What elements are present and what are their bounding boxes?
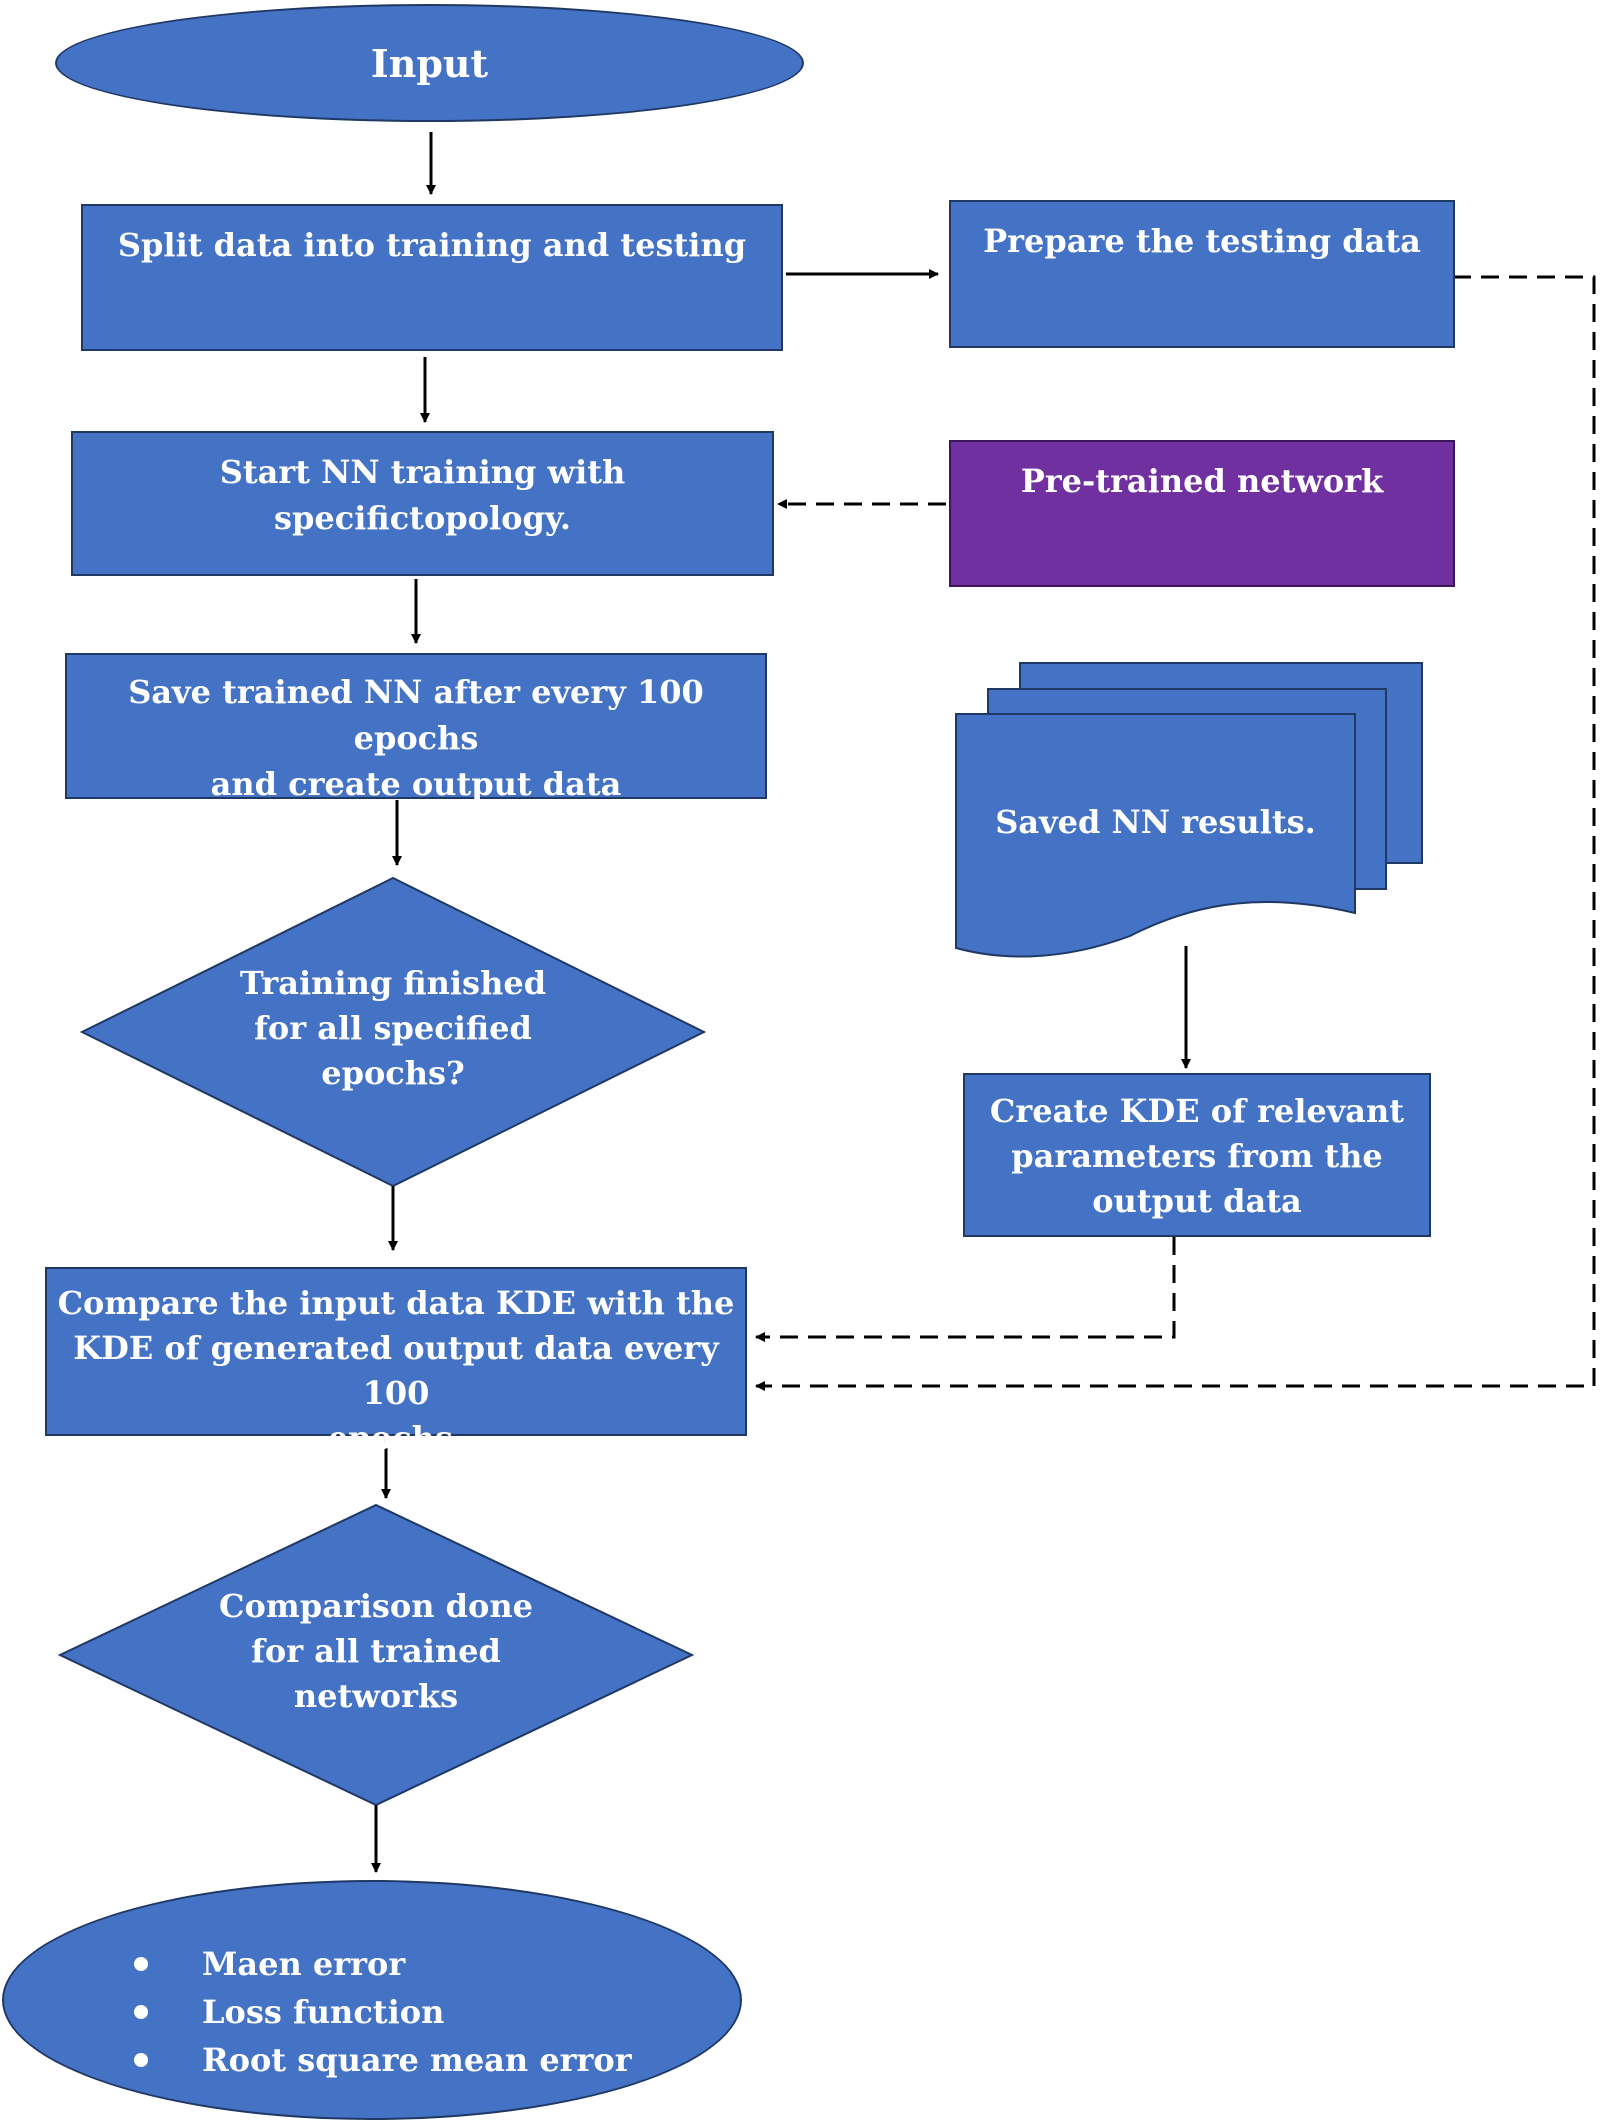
dashed-arrow-kde-to-compare xyxy=(755,1237,1176,1342)
output-metric-item: Maen error xyxy=(124,1940,632,1988)
compare-kde-line-2: KDE of generated output data every 100 xyxy=(73,1329,719,1412)
bullet-icon xyxy=(134,2053,148,2067)
save-trained-box: Save trained NN after every 100 epochs a… xyxy=(65,653,767,803)
output-metrics-list: Maen error Loss function Root square mea… xyxy=(124,1940,632,2084)
bullet-icon xyxy=(134,1957,148,1971)
input-label: Input xyxy=(370,40,489,86)
output-metric-label: Loss function xyxy=(202,1993,445,2031)
save-trained-line-2: and create output data xyxy=(210,765,622,803)
output-terminal: Maen error Loss function Root square mea… xyxy=(2,1880,742,2120)
start-training-box: Start NN training with specifictopology. xyxy=(71,431,774,576)
comparison-done-line-2: for all trained xyxy=(251,1632,501,1670)
comparison-done-line-3: networks xyxy=(293,1677,459,1715)
pretrained-network-box: Pre-trained network xyxy=(949,440,1455,587)
save-trained-line-1: Save trained NN after every 100 epochs xyxy=(128,673,704,757)
pretrained-network-label: Pre-trained network xyxy=(1020,462,1384,500)
dashed-arrow-prepare-to-compare xyxy=(755,275,1596,1391)
output-metric-item: Root square mean error xyxy=(124,2036,632,2084)
compare-kde-box: Compare the input data KDE with the KDE … xyxy=(45,1267,747,1457)
create-kde-line-2: parameters from the xyxy=(1011,1137,1383,1175)
compare-kde-line-1: Compare the input data KDE with the xyxy=(57,1284,735,1322)
training-finished-text: Training finished for all specified epoc… xyxy=(193,961,593,1096)
training-finished-line-3: epochs? xyxy=(321,1054,465,1092)
prepare-testing-label: Prepare the testing data xyxy=(983,222,1421,260)
start-training-label: Start NN training with specifictopology. xyxy=(219,453,626,537)
create-kde-line-3: output data xyxy=(1092,1182,1302,1220)
input-terminal: Input xyxy=(55,4,804,122)
training-finished-line-2: for all specified xyxy=(254,1009,532,1047)
compare-kde-line-3: epochs. xyxy=(328,1419,464,1457)
create-kde-box: Create KDE of relevant parameters from t… xyxy=(963,1073,1431,1237)
output-metric-label: Maen error xyxy=(202,1945,406,1983)
saved-results-label: Saved NN results. xyxy=(995,803,1316,841)
bullet-icon xyxy=(134,2005,148,2019)
split-data-label: Split data into training and testing xyxy=(117,226,747,264)
comparison-done-line-1: Comparison done xyxy=(219,1587,533,1625)
prepare-testing-box: Prepare the testing data xyxy=(949,200,1455,348)
create-kde-line-1: Create KDE of relevant xyxy=(989,1092,1405,1130)
comparison-done-text: Comparison done for all trained networks xyxy=(176,1584,576,1719)
split-data-box: Split data into training and testing xyxy=(81,204,783,351)
saved-results-document-stack xyxy=(955,662,1423,958)
output-metric-label: Root square mean error xyxy=(202,2041,632,2079)
training-finished-line-1: Training finished xyxy=(239,964,547,1002)
output-metric-item: Loss function xyxy=(124,1988,632,2036)
